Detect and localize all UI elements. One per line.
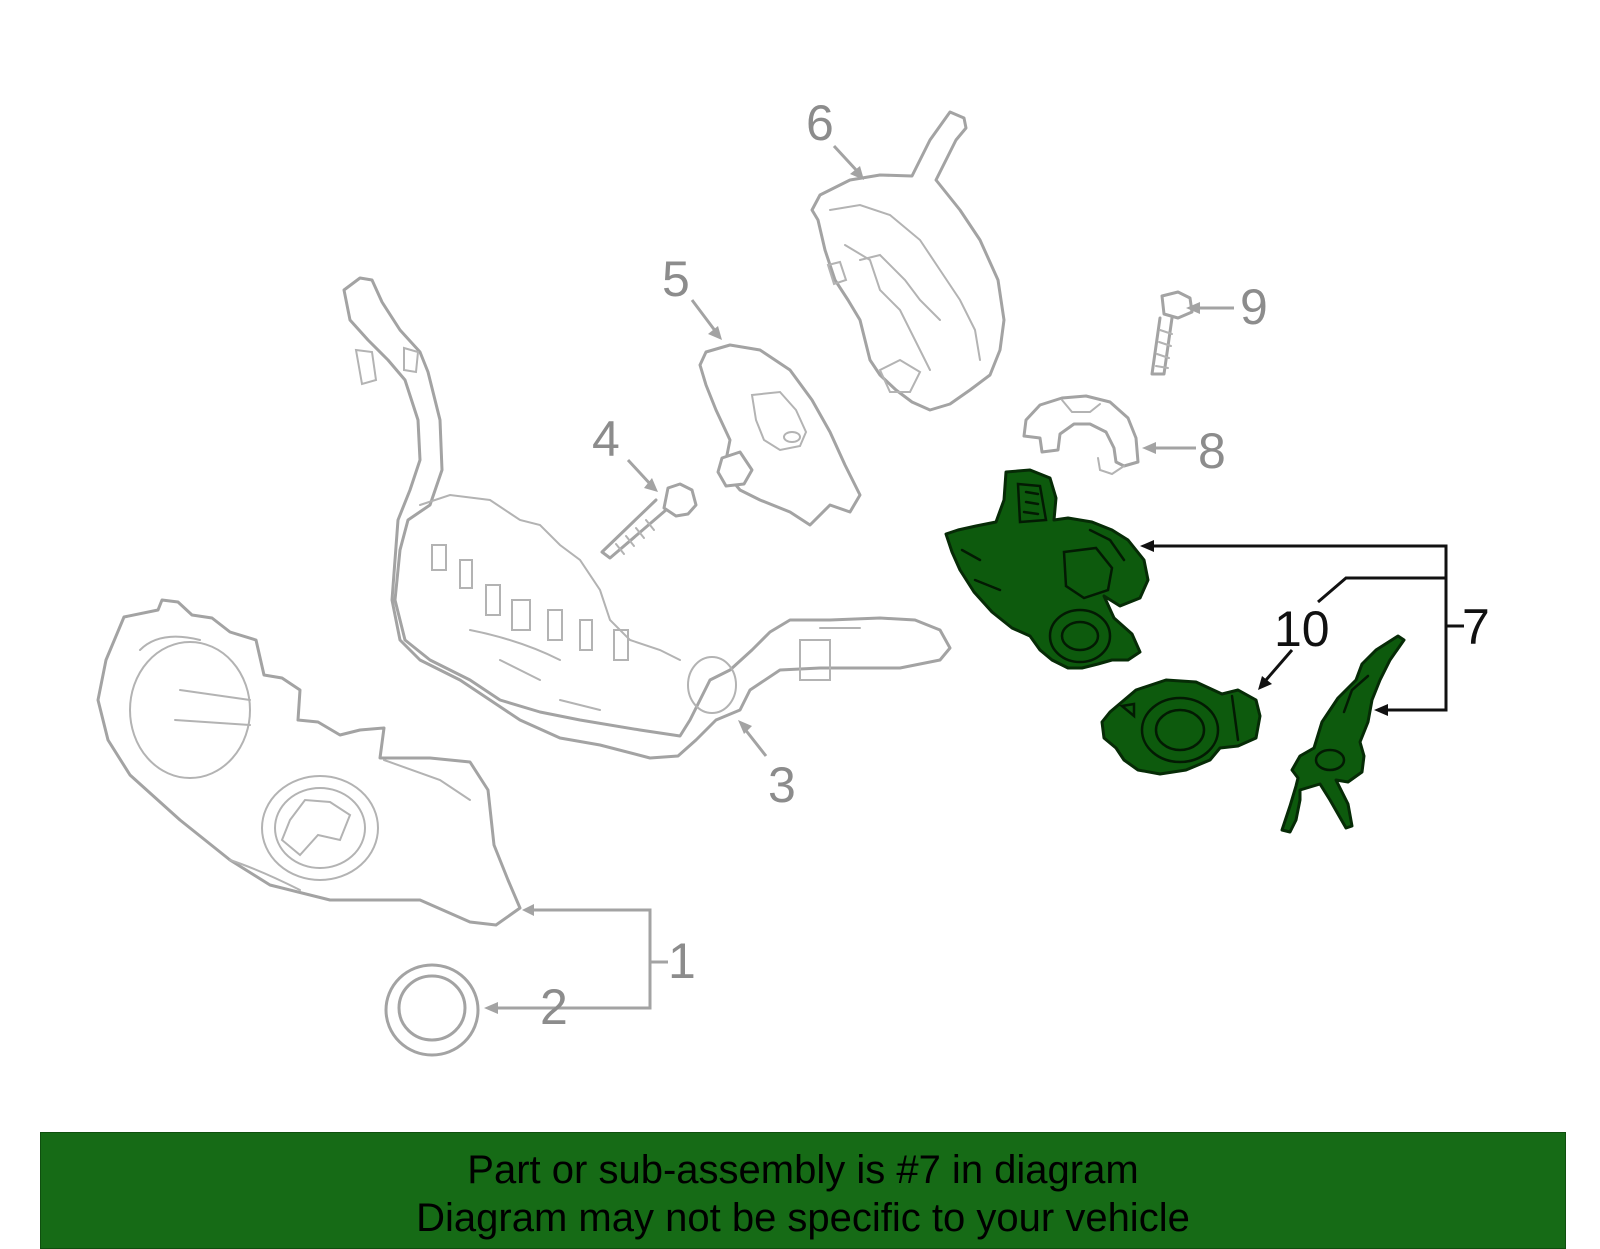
part-9-bolt[interactable] [1150, 290, 1194, 376]
part-8-clamp[interactable] [1022, 394, 1140, 476]
part-3-combination-switch[interactable] [342, 276, 952, 760]
part-7-ignition-lock-housing[interactable] [944, 468, 1150, 670]
part-10-lock-cylinder[interactable] [1100, 678, 1262, 776]
banner-line-2: Diagram may not be specific to your vehi… [416, 1196, 1190, 1240]
callout-8: 8 [1198, 423, 1226, 479]
callout-4: 4 [592, 411, 620, 467]
callout-9: 9 [1240, 279, 1268, 335]
callout-7: 7 [1462, 599, 1490, 655]
callout-3: 3 [768, 757, 796, 813]
info-banner: Part or sub-assembly is #7 in diagram Di… [40, 1132, 1566, 1249]
part-7-key[interactable] [1280, 634, 1406, 834]
leader-lines [484, 144, 1464, 1014]
banner-line-1: Part or sub-assembly is #7 in diagram [467, 1148, 1139, 1192]
part-5-bracket[interactable] [698, 343, 862, 527]
part-6-clock-spring[interactable] [810, 110, 1006, 412]
callout-1: 1 [668, 933, 696, 989]
callout-5: 5 [662, 251, 690, 307]
part-1-column-shroud[interactable] [96, 598, 522, 927]
callout-6: 6 [806, 95, 834, 151]
part-4-screw[interactable] [600, 482, 698, 560]
callout-2: 2 [540, 979, 568, 1035]
callout-10: 10 [1274, 601, 1330, 657]
part-2-ring[interactable] [384, 963, 480, 1057]
